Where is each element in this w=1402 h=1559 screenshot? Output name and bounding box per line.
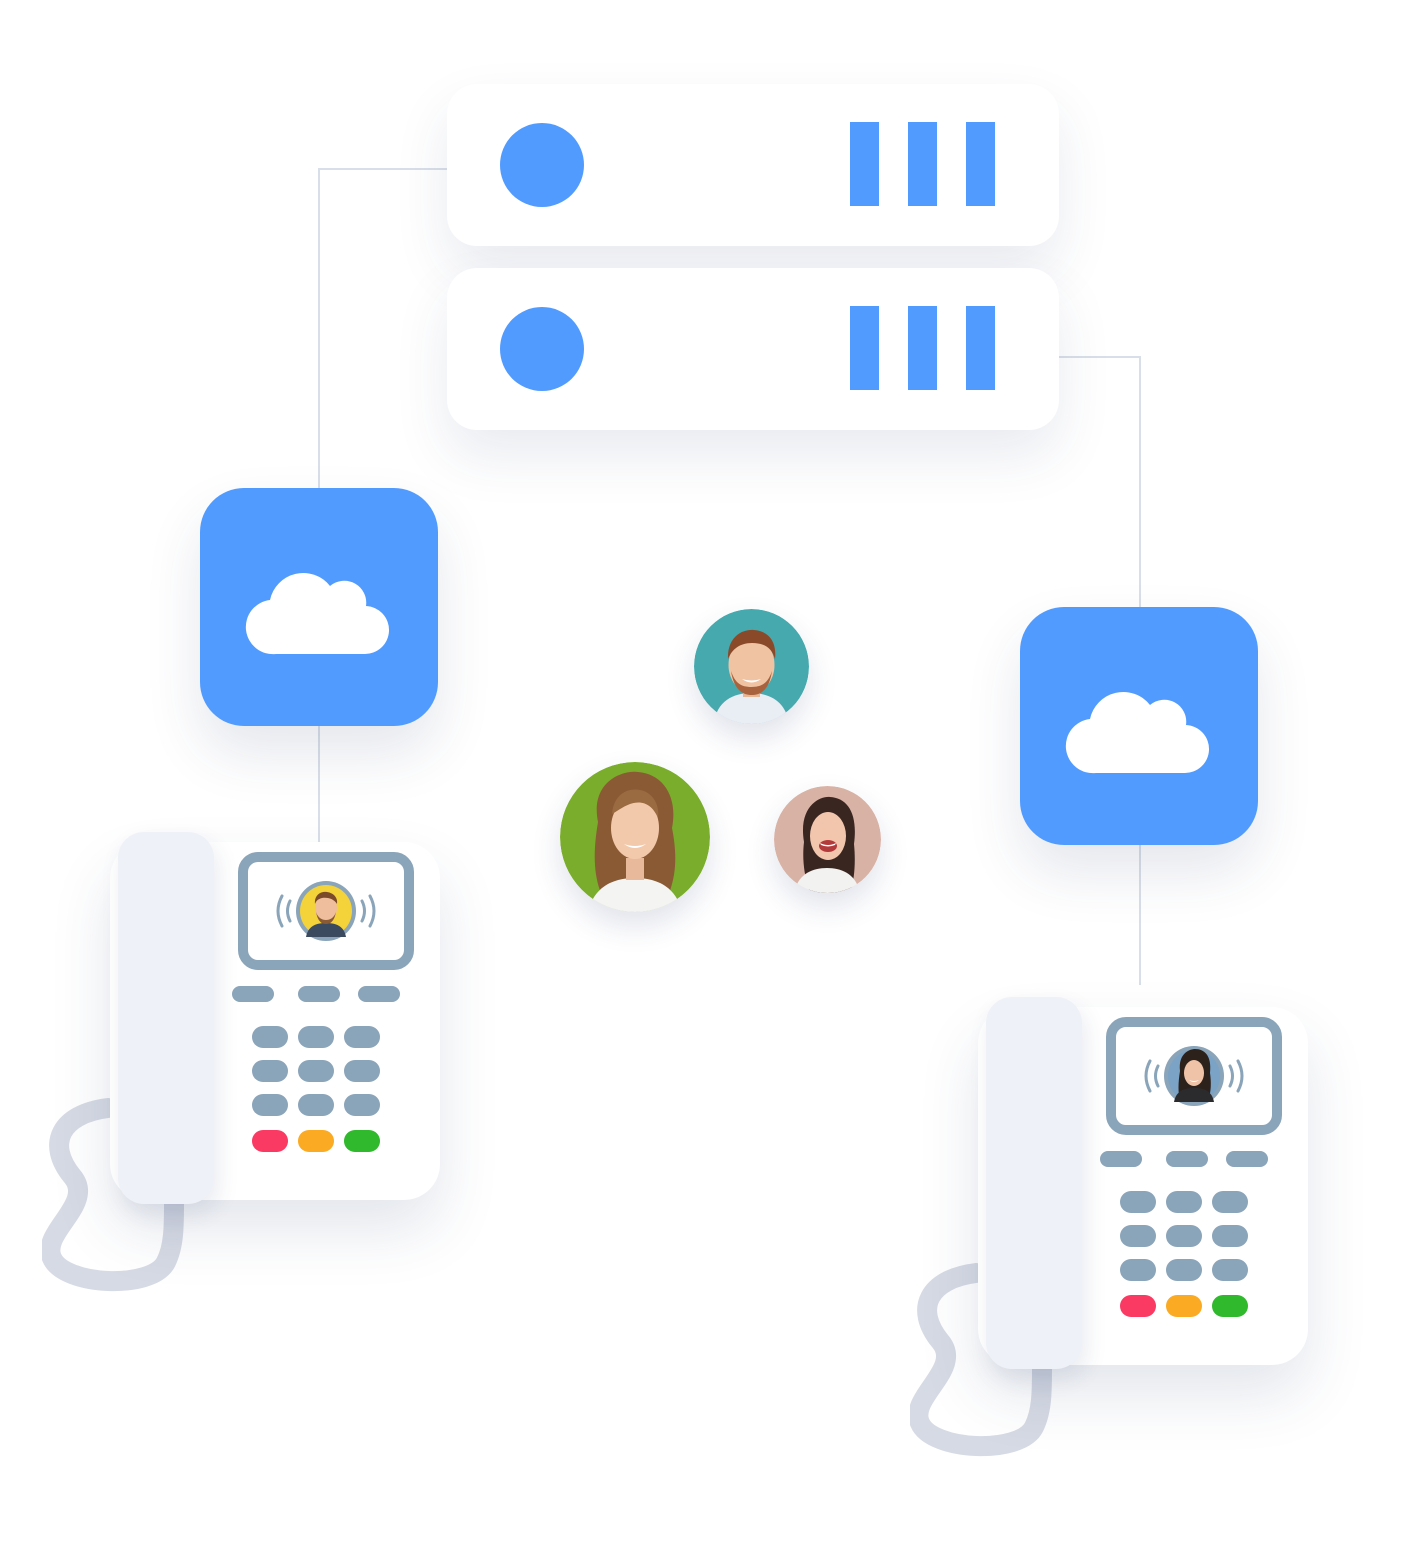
- server-unit-bottom: [447, 268, 1059, 430]
- keypad-key[interactable]: [252, 1060, 288, 1082]
- keypad-key[interactable]: [344, 1026, 380, 1048]
- cloud-tile-left: [200, 488, 438, 726]
- phone-cord: [910, 1263, 1052, 1457]
- server-status-light: [500, 307, 584, 391]
- end-call-button[interactable]: [1120, 1295, 1156, 1317]
- keypad-key[interactable]: [1120, 1225, 1156, 1247]
- ringing-caller-icon: [1144, 1046, 1244, 1106]
- desk-phone-left: [42, 832, 442, 1302]
- server-drive-slot: [908, 122, 937, 206]
- avatar-man-teal: [694, 609, 809, 724]
- keypad-key[interactable]: [1212, 1225, 1248, 1247]
- phone-handset[interactable]: [986, 997, 1082, 1369]
- soft-key[interactable]: [298, 986, 340, 1002]
- server-unit-top: [447, 84, 1059, 246]
- server-drive-slot: [850, 306, 879, 390]
- soft-key[interactable]: [1226, 1151, 1268, 1167]
- keypad-key[interactable]: [344, 1060, 380, 1082]
- keypad-key[interactable]: [344, 1094, 380, 1116]
- server-drive-slot: [850, 122, 879, 206]
- avatar-woman-green: [560, 762, 710, 912]
- soft-key[interactable]: [358, 986, 400, 1002]
- keypad-key[interactable]: [252, 1094, 288, 1116]
- keypad-key[interactable]: [1166, 1191, 1202, 1213]
- keypad-key[interactable]: [1120, 1259, 1156, 1281]
- connector-server-to-right-cloud: [1059, 356, 1141, 610]
- hold-button[interactable]: [1166, 1295, 1202, 1317]
- keypad-key[interactable]: [1166, 1225, 1202, 1247]
- keypad-key[interactable]: [1212, 1259, 1248, 1281]
- phone-cord: [42, 1098, 184, 1292]
- server-drive-slot: [966, 122, 995, 206]
- soft-key[interactable]: [1166, 1151, 1208, 1167]
- keypad-key[interactable]: [298, 1094, 334, 1116]
- connector-server-to-left-cloud: [318, 168, 447, 490]
- cloud-icon: [1065, 692, 1210, 774]
- server-drive-slot: [966, 306, 995, 390]
- server-status-light: [500, 123, 584, 207]
- keypad-key[interactable]: [1212, 1191, 1248, 1213]
- ringing-caller-icon: [276, 881, 376, 941]
- cloud-tile-right: [1020, 607, 1258, 845]
- phone-handset[interactable]: [118, 832, 214, 1204]
- answer-call-button[interactable]: [1212, 1295, 1248, 1317]
- soft-key[interactable]: [232, 986, 274, 1002]
- avatar-woman-pink: [774, 786, 881, 893]
- phone-display: [238, 852, 414, 970]
- soft-key[interactable]: [1100, 1151, 1142, 1167]
- server-drive-slot: [908, 306, 937, 390]
- keypad-key[interactable]: [1120, 1191, 1156, 1213]
- hold-button[interactable]: [298, 1130, 334, 1152]
- keypad-key[interactable]: [1166, 1259, 1202, 1281]
- phone-display: [1106, 1017, 1282, 1135]
- desk-phone-right: [910, 997, 1310, 1467]
- keypad-key[interactable]: [298, 1026, 334, 1048]
- cloud-icon: [245, 573, 390, 655]
- keypad-key[interactable]: [298, 1060, 334, 1082]
- keypad-key[interactable]: [252, 1026, 288, 1048]
- end-call-button[interactable]: [252, 1130, 288, 1152]
- answer-call-button[interactable]: [344, 1130, 380, 1152]
